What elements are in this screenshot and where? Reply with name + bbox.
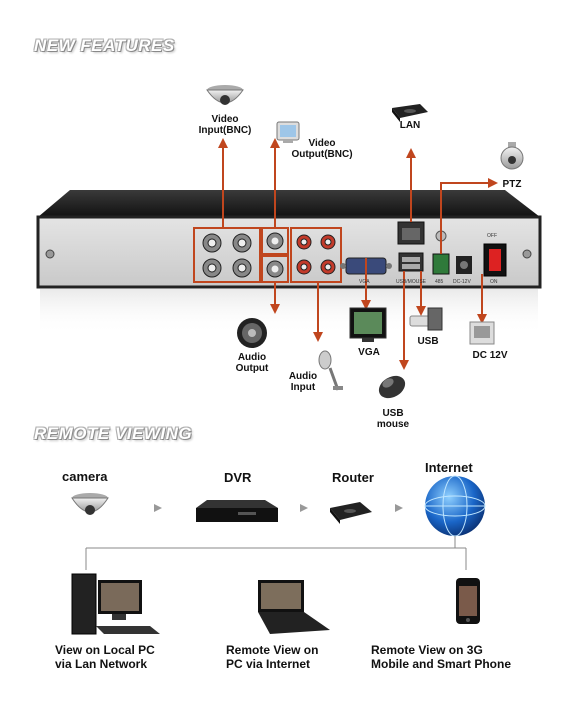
power-adapter-icon <box>469 321 495 345</box>
panel-on-label: ON <box>490 279 498 285</box>
dc12v-label: DC 12V <box>472 350 508 361</box>
panel-dc12v-label: DC-12V <box>453 279 471 285</box>
dvr-rear-panel <box>36 190 542 334</box>
local-pc-caption: View on Local PC via Lan Network <box>55 643 155 671</box>
smartphone-icon <box>456 578 480 624</box>
internet-label: Internet <box>425 460 473 475</box>
router-label: Router <box>332 470 374 485</box>
panel-rs485-label: 485 <box>435 279 444 285</box>
flow-arrows <box>154 504 403 512</box>
video-input-label: Video Input(BNC) <box>198 114 252 136</box>
usb-drive-icon <box>409 307 443 331</box>
panel-off-label: OFF <box>487 233 497 239</box>
ptz-label: PTZ <box>502 179 522 190</box>
connection-arrows <box>218 138 498 370</box>
ptz-camera-icon <box>500 142 524 170</box>
usb-label: USB <box>417 336 439 347</box>
camera-label: camera <box>62 469 108 484</box>
internet-globe-icon <box>424 475 486 537</box>
dome-camera-icon <box>206 85 244 105</box>
audio-output-label: Audio Output <box>235 352 269 374</box>
microphone-icon <box>318 350 343 391</box>
lan-label: LAN <box>399 120 421 131</box>
new-features-title: NEW FEATURES <box>34 36 175 55</box>
remote-dvr-icon <box>196 500 278 522</box>
remote-router-icon <box>330 502 372 524</box>
router-icon <box>392 104 428 122</box>
panel-usb-label: USB/MOUSE <box>396 279 427 285</box>
video-output-label: Video Output(BNC) <box>291 138 353 160</box>
monitor-icon <box>276 121 300 143</box>
desktop-pc-icon <box>71 573 160 635</box>
usb-mouse-label: USB mouse <box>376 408 410 430</box>
panel-vga-label: VGA <box>359 279 370 285</box>
distribution-lines <box>85 536 467 570</box>
laptop-icon <box>258 580 330 634</box>
mouse-icon <box>378 375 406 399</box>
remote-pc-caption: Remote View on PC via Internet <box>226 643 319 671</box>
mobile-caption: Remote View on 3G Mobile and Smart Phone <box>371 643 512 671</box>
audio-input-label: Audio Input <box>288 371 318 393</box>
dvr-label: DVR <box>224 470 252 485</box>
vga-label: VGA <box>358 347 380 358</box>
speaker-icon <box>237 318 267 348</box>
vga-monitor-icon <box>349 307 387 342</box>
remote-viewing-title: REMOTE VIEWING <box>34 424 193 443</box>
remote-camera-icon <box>71 493 109 515</box>
